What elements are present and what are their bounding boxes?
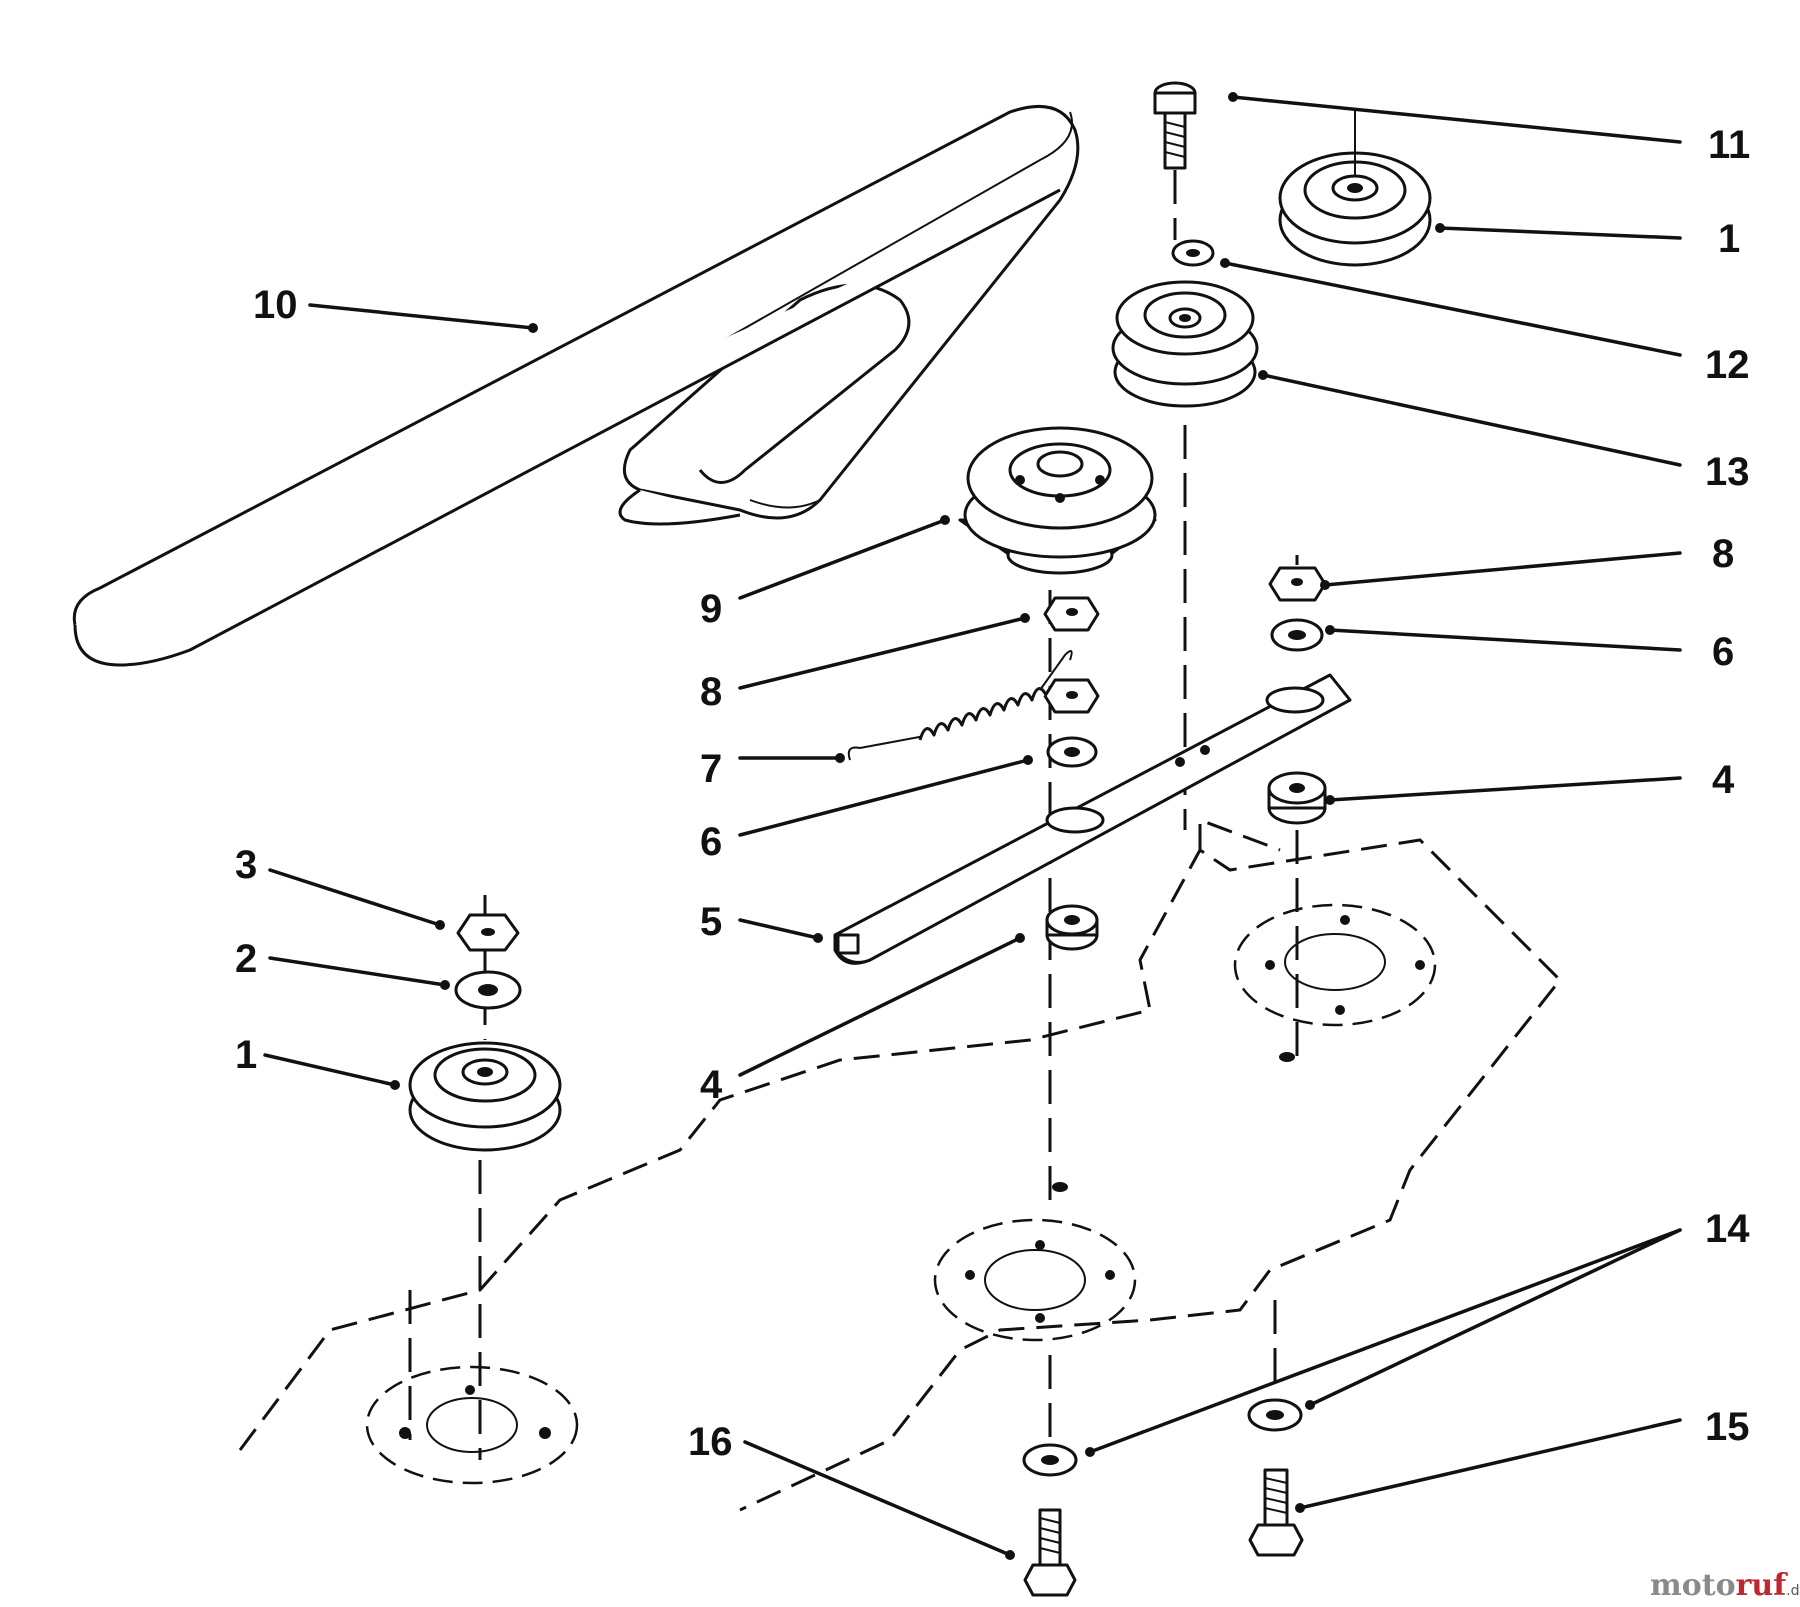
stud-right: [1279, 1052, 1295, 1062]
nut-3: [456, 913, 520, 952]
callout-13: 13: [1705, 450, 1750, 494]
idler-pulley-1-top: [1278, 110, 1432, 267]
bolt-11: [1153, 81, 1197, 170]
bushing-4-right: [1267, 771, 1327, 825]
idler-pulley-13: [1111, 280, 1259, 408]
callout-9: 9: [700, 587, 722, 631]
bolt-15: [1248, 1468, 1304, 1557]
callout-7: 7: [700, 747, 722, 791]
callout-8-right: 8: [1712, 532, 1734, 576]
callout-5: 5: [700, 900, 722, 944]
mount-hole-right: [1233, 903, 1437, 1027]
leader-lines: [263, 92, 1682, 1560]
callout-12: 12: [1705, 343, 1750, 387]
idler-pulley-1-left: [408, 1041, 562, 1152]
idler-arm-5: [833, 673, 1352, 965]
deck-outline: [238, 838, 1563, 1512]
svg-text:motoruf.de: motoruf.de: [1650, 1568, 1800, 1603]
watermark: motoruf.de: [1650, 1568, 1800, 1603]
callout-8-center: 8: [700, 670, 722, 714]
callout-1-left: 1: [235, 1033, 257, 1077]
callout-11: 11: [1708, 123, 1750, 167]
callout-15: 15: [1705, 1405, 1750, 1449]
washer-12: [1171, 239, 1215, 267]
mount-hole-center: [933, 1218, 1137, 1342]
callout-6-center: 6: [700, 820, 722, 864]
callout-6-right: 6: [1712, 630, 1734, 674]
watermark-tld: .de: [1786, 1583, 1800, 1599]
spring-7: [847, 650, 1073, 761]
callout-2: 2: [235, 937, 257, 981]
washer-6-center: [1046, 736, 1098, 768]
bushing-4-center: [1045, 904, 1099, 951]
watermark-suffix: ruf: [1736, 1568, 1789, 1603]
drive-belt: [72, 104, 1080, 667]
callout-10: 10: [253, 283, 298, 327]
mount-hole-left: [365, 1365, 579, 1485]
washer-14-right: [1247, 1398, 1303, 1432]
washer-14-left: [1022, 1443, 1078, 1477]
callout-1-top: 1: [1718, 217, 1740, 261]
callout-3: 3: [235, 843, 257, 887]
nut-8-center: [1043, 596, 1100, 714]
washer-6-right: [1270, 618, 1324, 652]
callout-14: 14: [1705, 1207, 1750, 1251]
deck-outline-upper: [1198, 817, 1281, 852]
stud-center: [1052, 1182, 1068, 1192]
bolt-16: [1023, 1508, 1077, 1597]
callout-4-center: 4: [700, 1063, 723, 1107]
watermark-prefix: moto: [1650, 1568, 1736, 1603]
callout-16: 16: [688, 1420, 733, 1464]
washer-2: [454, 970, 522, 1010]
drive-pulley-9: [958, 426, 1157, 575]
callout-4-right: 4: [1712, 758, 1735, 802]
nut-8-right: [1268, 566, 1327, 602]
